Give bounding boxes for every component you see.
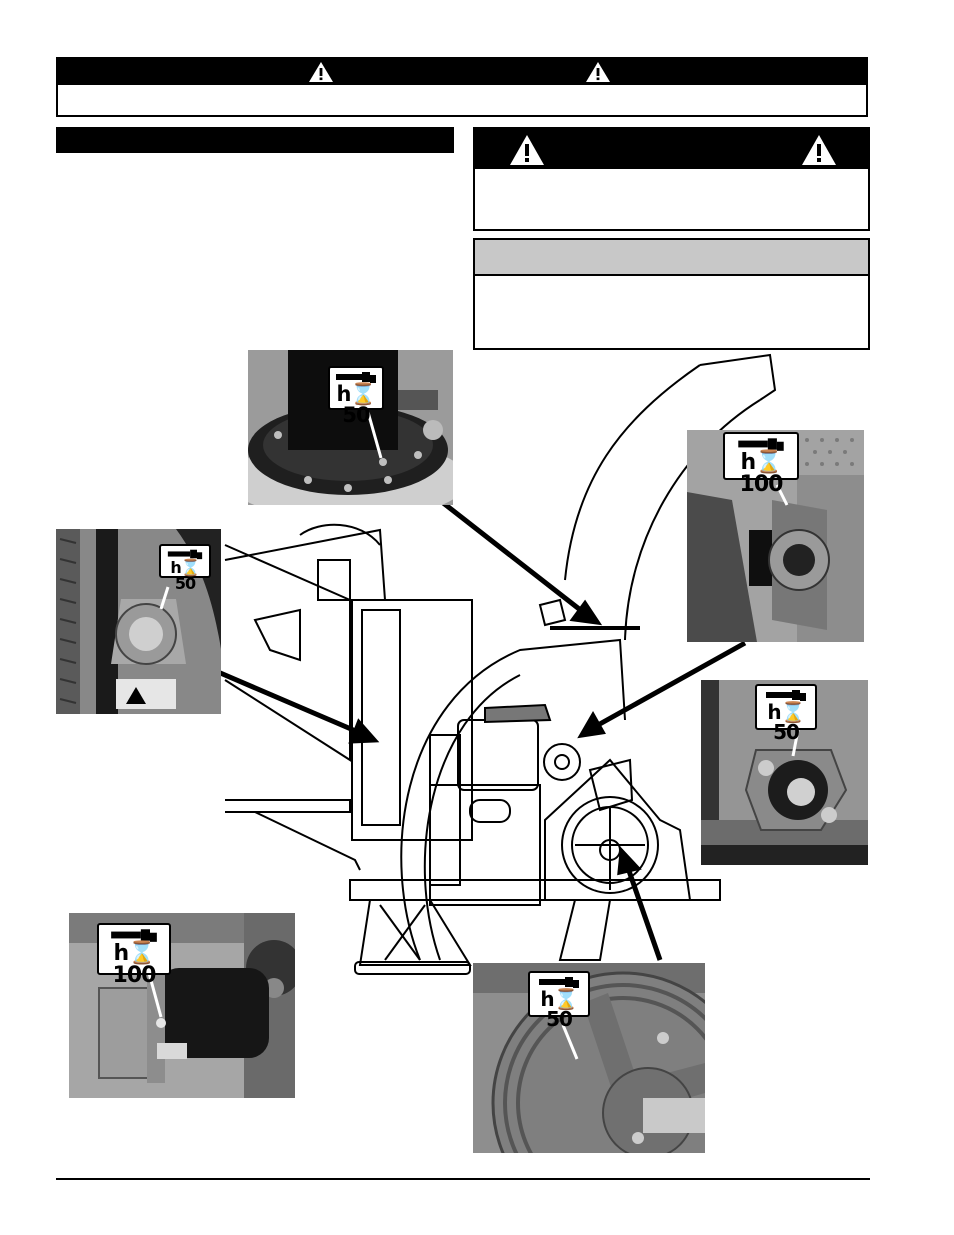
photo-bottom-left: h⌛100 <box>69 913 295 1098</box>
lube-interval-label: h⌛50 <box>170 558 200 593</box>
warning-box-header <box>475 129 868 169</box>
lube-badge-top-center: h⌛50 <box>328 366 384 426</box>
photo-left-bearing: h⌛50 <box>56 529 221 714</box>
photo-bottom-center: h⌛50 <box>473 963 705 1153</box>
notice-box-header <box>475 240 868 276</box>
lube-badge-left-bearing: h⌛50 <box>159 544 211 592</box>
lube-interval-label: h⌛50 <box>336 382 376 427</box>
lube-badge-right-middle: h⌛50 <box>755 684 817 742</box>
lube-badge-bottom-center: h⌛50 <box>528 971 590 1029</box>
lube-interval-label: h⌛100 <box>739 450 784 497</box>
photo-right-middle: h⌛50 <box>701 680 868 865</box>
photo-top-center: h⌛50 <box>248 350 453 505</box>
top-warning-header <box>58 59 866 85</box>
lube-badge-right-top: h⌛100 <box>723 432 799 496</box>
grease-gun-icon <box>738 438 784 451</box>
grease-gun-icon <box>111 929 157 942</box>
footer-rule <box>56 1178 870 1180</box>
lube-interval-label: h⌛100 <box>112 941 157 988</box>
lube-badge-bottom-left: h⌛100 <box>97 923 171 987</box>
grease-gun-icon <box>539 977 579 988</box>
grease-gun-icon <box>766 690 806 701</box>
photo-right-top: h⌛100 <box>687 430 864 642</box>
warning-box <box>473 127 870 231</box>
lube-interval-label: h⌛50 <box>767 700 805 744</box>
top-warning-banner <box>56 57 868 117</box>
grease-gun-icon <box>336 372 376 383</box>
grease-gun-icon <box>167 549 203 560</box>
notice-box <box>473 238 870 350</box>
lube-interval-label: h⌛50 <box>540 987 578 1031</box>
section-header-bar <box>56 127 454 153</box>
